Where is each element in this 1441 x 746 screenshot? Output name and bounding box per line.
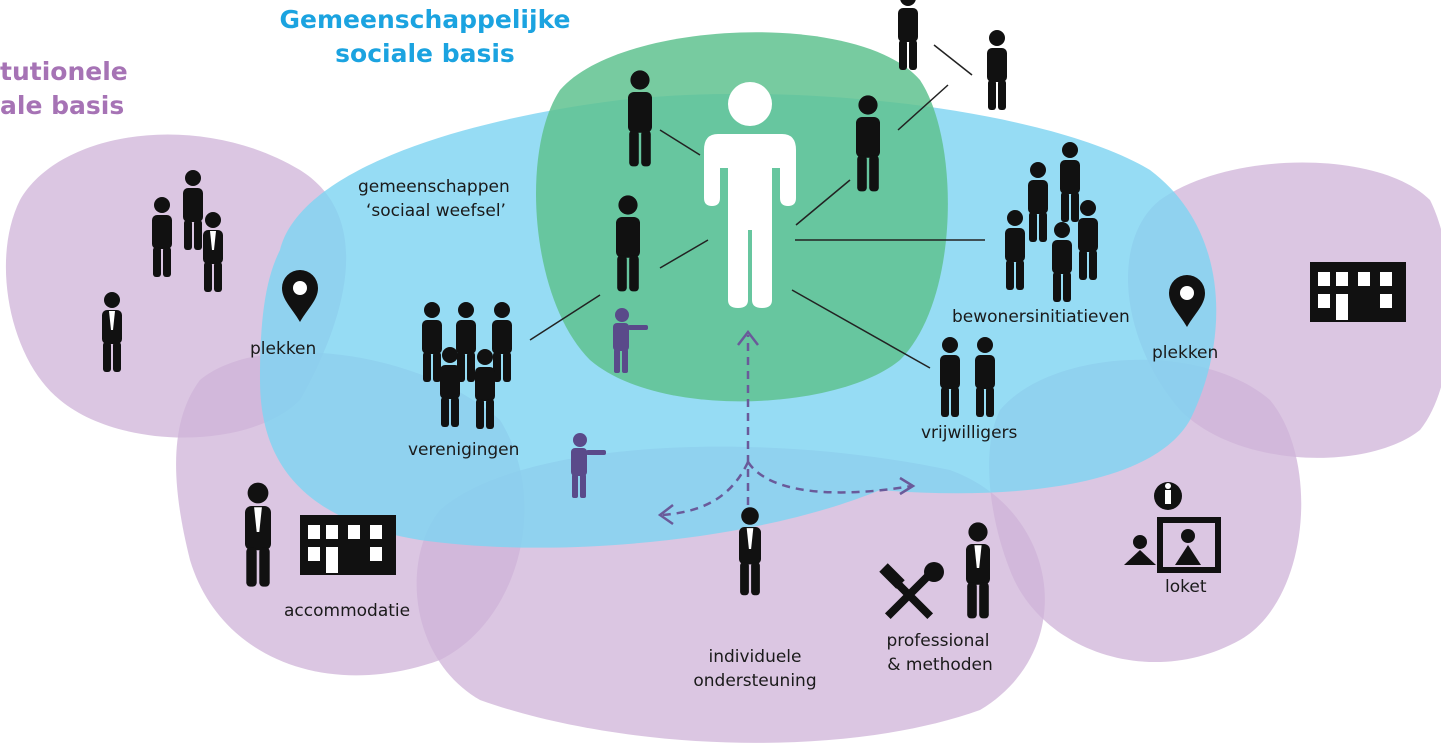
institutional-title-line1: tutionele [0,57,128,86]
institutional-title-line2: ale basis [0,91,124,120]
professional-figure-icon [613,308,648,373]
person-icon [987,30,1007,110]
community-title-line1: Gemeenschappelijke [280,5,571,34]
plekken-label-right: plekken [1152,343,1218,363]
sociaal-weefsel-label: ‘sociaal weefsel’ [366,201,506,221]
accommodatie-label: accommodatie [284,601,410,621]
gemeenschappen-label: gemeenschappen [358,177,510,197]
ondersteuning-label: ondersteuning [693,671,816,691]
community-title-line2: sociale basis [335,39,515,68]
professional-figure-icon [571,433,606,498]
connector-lines [529,44,985,369]
loket-label: loket [1165,577,1207,597]
arrowheads [657,329,916,526]
person-icon [898,0,918,70]
building-icon [1310,262,1406,322]
verenigingen-label: verenigingen [408,440,519,460]
support-arrows [661,335,913,517]
vrijwilligers-label: vrijwilligers [921,423,1018,443]
info-desk-icon [1124,482,1221,573]
professional-label: professional [886,631,989,651]
individuele-label: individuele [708,647,801,667]
plekken-label-left: plekken [250,339,316,359]
institutional-area-right [1128,162,1441,458]
tools-icon [879,562,944,620]
central-person-icon [704,82,796,308]
methoden-label: & methoden [887,655,993,675]
bewonersinitiatieven-label: bewonersinitiatieven [952,307,1130,327]
building-icon [300,515,396,575]
